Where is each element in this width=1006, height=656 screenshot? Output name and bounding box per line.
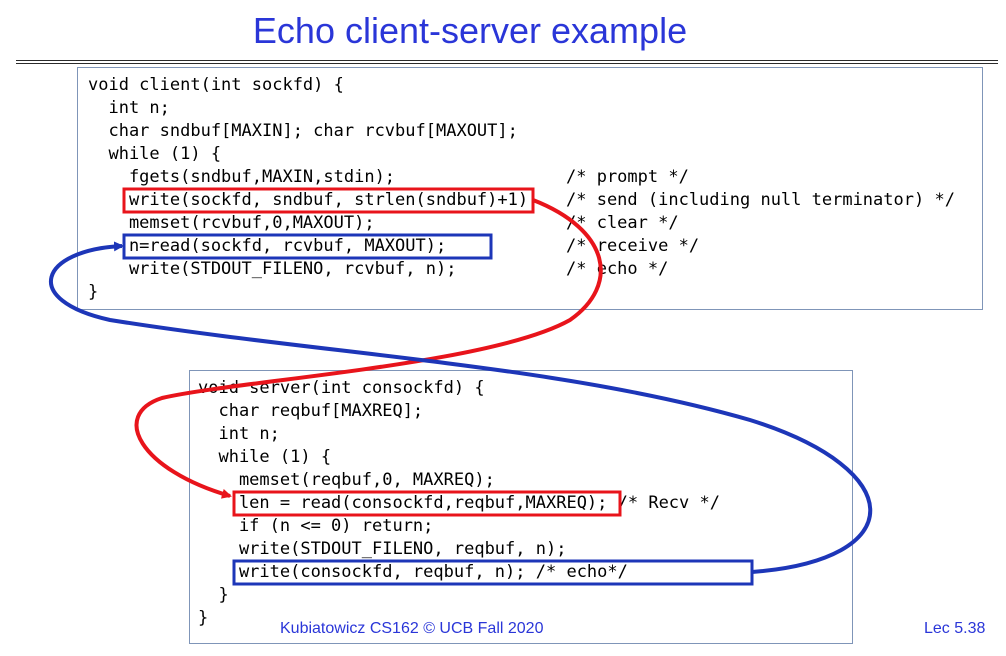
server-line-11: } [198,608,209,628]
server-line-4: while (1) { [198,447,332,467]
client-comment-receive: /* receive */ [566,236,700,256]
client-line-10: } [88,282,99,302]
client-comment-prompt: /* prompt */ [566,167,689,187]
client-line-3: char sndbuf[MAXIN]; char rcvbuf[MAXOUT]; [88,121,518,141]
server-line-2: char reqbuf[MAXREQ]; [198,401,424,421]
footer-slide-number: Lec 5.38 [924,620,986,637]
client-line-5: fgets(sndbuf,MAXIN,stdin); [88,167,396,187]
server-line-6: len = read(consockfd,reqbuf,MAXREQ); /* … [198,493,720,513]
client-comment-echo: /* echo */ [566,259,669,279]
slide-title: Echo client-server example [252,10,688,51]
client-line-2: int n; [88,98,170,118]
server-line-7: if (n <= 0) return; [198,516,434,536]
client-comment-clear: /* clear */ [566,213,679,233]
client-comment-send: /* send (including null terminator) */ [566,190,955,210]
server-line-9: write(consockfd, reqbuf, n); /* echo*/ [198,562,628,582]
client-line-1: void client(int sockfd) { [88,75,344,95]
title-rule-top [16,60,998,61]
server-line-3: int n; [198,424,280,444]
client-line-8: n=read(sockfd, rcvbuf, MAXOUT); [88,236,447,256]
server-line-8: write(STDOUT_FILENO, reqbuf, n); [198,539,567,559]
title-rule-bottom [16,63,998,64]
client-line-9: write(STDOUT_FILENO, rcvbuf, n); [88,259,457,279]
server-line-1: void server(int consockfd) { [198,378,485,398]
client-line-7: memset(rcvbuf,0,MAXOUT); [88,213,375,233]
footer-credit: Kubiatowicz CS162 © UCB Fall 2020 [280,620,544,637]
server-line-5: memset(reqbuf,0, MAXREQ); [198,470,495,490]
client-line-4: while (1) { [88,144,222,164]
server-line-10: } [198,585,229,605]
client-line-6: write(sockfd, sndbuf, strlen(sndbuf)+1); [88,190,539,210]
